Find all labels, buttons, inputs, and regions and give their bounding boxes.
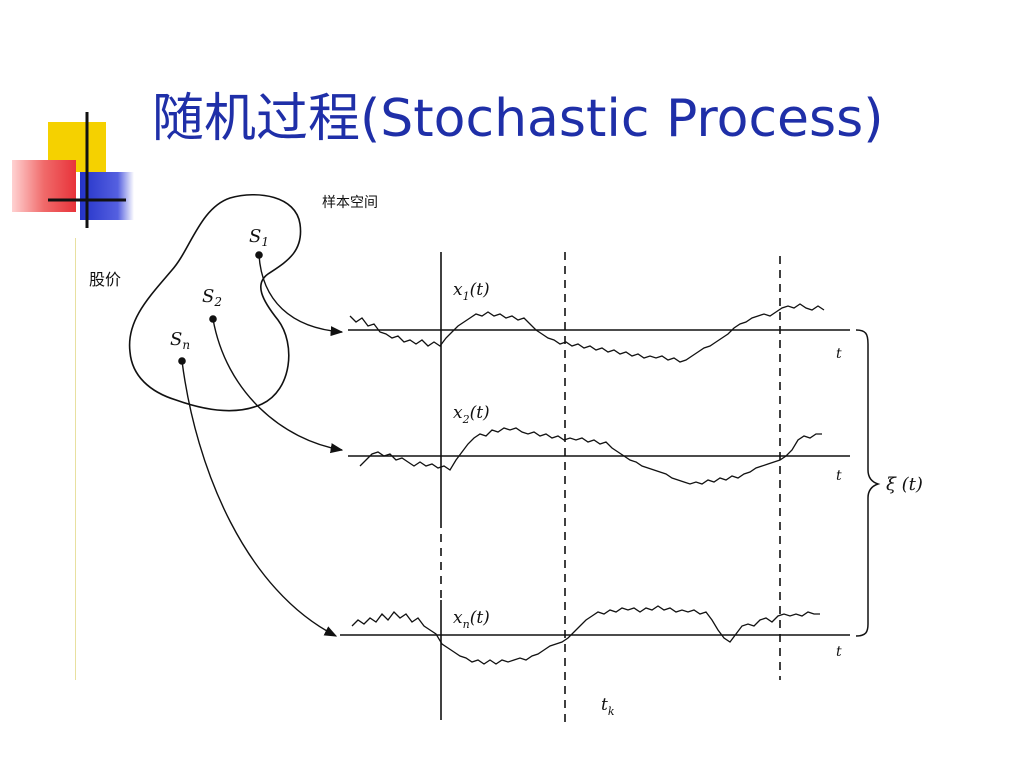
sample-label-sn: Sn: [170, 329, 190, 352]
ensemble-brace: [855, 329, 881, 637]
arrow-sn-to-xn: [181, 360, 338, 637]
slide-title: 随机过程(Stochastic Process): [152, 89, 884, 149]
sample-path-x1: [349, 303, 825, 363]
sample-label-s2: S2: [202, 286, 222, 309]
process-label-x2: x2(t): [453, 403, 490, 426]
sample-label-s1: S1: [249, 226, 269, 249]
axis-label-t-n: t: [836, 644, 842, 660]
logo-blue-square: [80, 172, 134, 220]
xi-label: ξ (t): [886, 474, 923, 495]
arrow-s1-to-x1: [258, 254, 344, 337]
axis-label-t-1: t: [836, 346, 842, 362]
slide-logo: [12, 112, 134, 228]
stock-price-label: 股价: [89, 270, 122, 289]
sample-path-xn: [351, 605, 820, 665]
process-label-x1: x1(t): [453, 280, 490, 303]
sample-path-x2: [359, 427, 822, 485]
margin-rule: [75, 238, 76, 680]
sample-space-label: 样本空间: [322, 195, 378, 211]
tk-label: tk: [601, 695, 615, 718]
process-label-xn: xn(t): [453, 608, 490, 631]
logo-red-square: [12, 160, 76, 212]
arrow-s2-to-x2: [212, 318, 344, 454]
axis-label-t-2: t: [836, 468, 842, 484]
